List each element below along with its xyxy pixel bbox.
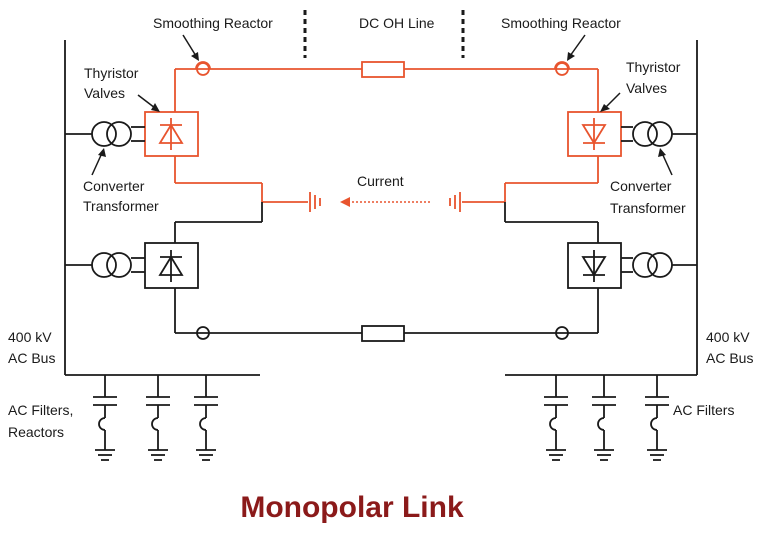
ac-bus-left bbox=[64, 40, 260, 376]
label-thyristor-left: Thyristor bbox=[84, 65, 139, 81]
thyristor-valve-left-upper bbox=[144, 69, 308, 203]
label-reactors-left: Reactors bbox=[8, 424, 64, 440]
thyristor-valve-left-lower bbox=[144, 202, 362, 334]
smoothing-reactor-left bbox=[195, 61, 211, 76]
label-transformer-right: Transformer bbox=[610, 200, 686, 216]
label-dc-oh-line: DC OH Line bbox=[359, 15, 435, 31]
label-ac-bus-left: AC Bus bbox=[8, 350, 55, 366]
ground-electrode-left bbox=[309, 192, 321, 212]
current-direction-arrow bbox=[340, 197, 430, 207]
label-smoothing-reactor-right: Smoothing Reactor bbox=[501, 15, 621, 31]
smoothing-reactor-lower-left bbox=[196, 326, 210, 340]
label-thyristor-right: Thyristor bbox=[626, 59, 681, 75]
converter-transformer-right-upper bbox=[621, 121, 697, 147]
ac-filter-branch-left-2 bbox=[194, 375, 218, 461]
label-ac-filters-left: AC Filters, bbox=[8, 402, 73, 418]
thyristor-valve-right-upper bbox=[462, 69, 622, 203]
label-converter-left: Converter bbox=[83, 178, 145, 194]
label-smoothing-reactor-left: Smoothing Reactor bbox=[153, 15, 273, 31]
converter-transformer-left-upper bbox=[65, 121, 145, 147]
label-ac-filters-right: AC Filters bbox=[673, 402, 734, 418]
ground-electrode-right bbox=[449, 192, 461, 212]
dc-overhead-line bbox=[175, 61, 598, 78]
label-valves-right: Valves bbox=[626, 80, 667, 96]
metallic-return-line bbox=[361, 325, 405, 342]
converter-transformer-right-lower bbox=[621, 252, 697, 278]
ac-bus-right bbox=[505, 40, 698, 376]
diagram-title: Monopolar Link bbox=[240, 491, 464, 524]
label-ac-bus-right: AC Bus bbox=[706, 350, 753, 366]
label-400kv-left: 400 kV bbox=[8, 329, 52, 345]
leader-arrows bbox=[91, 34, 673, 176]
ac-filter-branch-right-2 bbox=[645, 375, 669, 461]
ac-filter-branch-left-1 bbox=[146, 375, 170, 461]
label-current: Current bbox=[357, 173, 404, 189]
ac-filters-right bbox=[544, 375, 669, 461]
ac-filter-branch-left-0 bbox=[93, 375, 117, 461]
label-400kv-right: 400 kV bbox=[706, 329, 750, 345]
ac-filter-branch-right-0 bbox=[544, 375, 568, 461]
smoothing-reactor-lower-right bbox=[555, 326, 569, 340]
line-resistance-red bbox=[361, 61, 405, 78]
ac-filters-left bbox=[93, 375, 218, 461]
ac-filter-branch-right-1 bbox=[592, 375, 616, 461]
label-transformer-left: Transformer bbox=[83, 198, 159, 214]
thyristor-valve-right-lower bbox=[404, 202, 622, 334]
converter-transformer-left-lower bbox=[65, 252, 145, 278]
smoothing-reactor-right bbox=[554, 61, 570, 76]
label-converter-right: Converter bbox=[610, 178, 672, 194]
label-valves-left: Valves bbox=[84, 85, 125, 101]
